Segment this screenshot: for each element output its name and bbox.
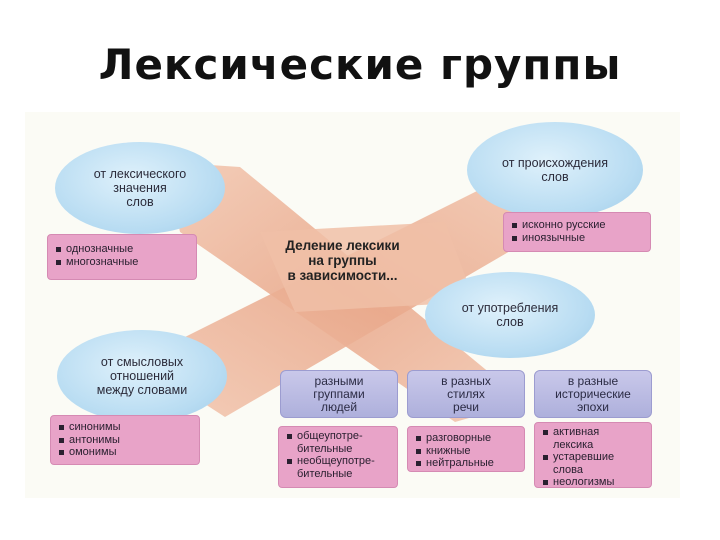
list-item: необщеупотре- [287,455,389,468]
category-line: исторические [555,386,631,401]
classification-diagram: Деление лексики на группы в зависимости.… [25,112,680,498]
list-item: однозначные [56,243,188,256]
meaning-list: однозначные многозначные [47,234,197,280]
category-line: группами [313,386,365,401]
category-line: в разных [441,373,491,388]
oval-line: слов [541,170,569,184]
meaning-oval: от лексического значения слов [55,142,225,234]
list-item: исконно русские [512,219,642,232]
category-line: в разные [567,373,619,388]
item-text: лексика [553,438,594,451]
item-text: активная [553,426,600,438]
list-item: разговорные [416,432,516,445]
list-item: антонимы [59,434,191,447]
list-item: иноязычные [512,232,642,245]
oval-line: от лексического [93,167,187,181]
list-item-continuation: бительные [287,468,389,481]
relations-list: синонимы антонимы омонимы [50,415,200,465]
list-item: многозначные [56,256,188,269]
slide-title: Лексические группы [98,40,622,89]
origin-oval: от происхождения слов [467,122,643,218]
item-text: бительные [297,467,353,480]
center-line: Деление лексики [285,237,400,253]
list-item: нейтральные [416,457,516,470]
oval-line: от происхождения [502,156,608,170]
center-line: на группы [308,252,377,268]
list-item: устаревшие [543,451,643,464]
oval-line: значения [113,181,167,195]
oval-line: между словами [96,383,188,397]
oval-line: от употребления [461,301,559,315]
category-line: людей [320,399,358,414]
item-text: слова [553,463,583,476]
center-line: в зависимости... [287,267,398,283]
oval-line: отношений [109,369,175,383]
category-epochs: в разные исторические эпохи [534,370,652,418]
list-item: неологизмы [543,476,643,489]
list-item-continuation: лексика [543,439,643,452]
oval-line: слов [496,315,524,329]
cross-center [260,222,475,312]
category-line: разными [314,373,364,388]
epochs-list: активная лексика устаревшие слова неолог… [534,422,652,488]
item-text: необщеупотре- [297,455,375,467]
category-people: разными группами людей [280,370,398,418]
list-item: синонимы [59,421,191,434]
center-label: Деление лексики на группы в зависимости.… [250,230,435,290]
origin-list: исконно русские иноязычные [503,212,651,252]
list-item: книжные [416,445,516,458]
item-text: устаревшие [553,451,615,463]
item-text: бительные [297,442,353,455]
styles-list: разговорные книжные нейтральные [407,426,525,472]
list-item: омонимы [59,446,191,459]
oval-line: слов [126,195,154,209]
item-text: общеупотре- [297,430,363,442]
list-item: общеупотре- [287,430,389,443]
list-item: активная [543,426,643,439]
list-item-continuation: бительные [287,443,389,456]
item-text: неологизмы [553,476,615,488]
relations-oval: от смысловых отношений между словами [57,330,227,422]
category-line: эпохи [577,399,609,414]
category-line: стилях [447,386,485,401]
category-line: речи [453,399,479,414]
category-styles: в разных стилях речи [407,370,525,418]
people-list: общеупотре- бительные необщеупотре- бите… [278,426,398,488]
oval-line: от смысловых [100,355,184,369]
list-item-continuation: слова [543,464,643,477]
usage-oval: от употребления слов [425,272,595,358]
